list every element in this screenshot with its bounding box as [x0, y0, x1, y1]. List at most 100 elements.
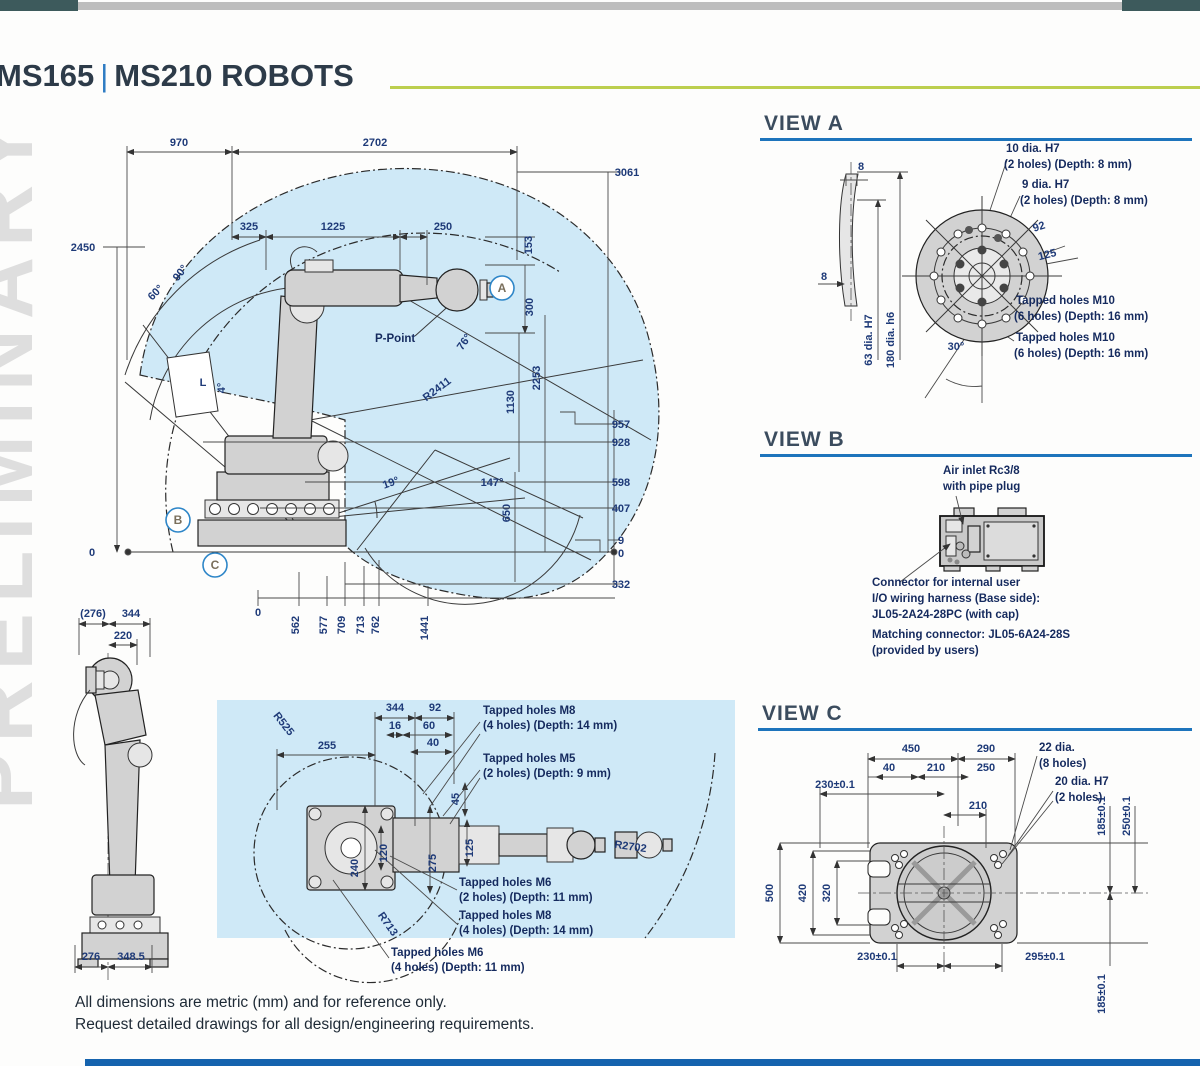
note-m10b-1: Tapped holes M10	[1016, 332, 1115, 344]
dim-180dia: 180 dia. h6	[885, 312, 897, 368]
footer-note: All dimensions are metric (mm) and for r…	[75, 992, 534, 1036]
dim-0-right: 0	[618, 548, 624, 560]
page-title: MS165|MS210 ROBOTS	[0, 58, 354, 94]
dim-276b: 276	[82, 951, 100, 963]
view-c-rule	[758, 728, 1192, 731]
dim-290: 290	[977, 743, 995, 755]
dim-332: 332	[612, 579, 630, 591]
dim-957: 957	[612, 419, 630, 431]
dowel-hole-10	[965, 226, 973, 234]
note-m8b-2: (4 holes) (Depth: 14 mm)	[459, 925, 593, 937]
dim-230a: 230±0.1	[815, 779, 855, 791]
dim-762: 762	[370, 616, 382, 634]
radius-r2702: R2702	[614, 839, 648, 855]
dim-125a: 125	[1037, 247, 1058, 263]
view-a-drawing: VIEW A	[760, 112, 1192, 403]
note-m6b-2: (4 holes) (Depth: 11 mm)	[391, 962, 525, 974]
dim-325: 325	[240, 221, 258, 233]
flange-face	[902, 196, 1062, 356]
dim-344s: 344	[122, 608, 141, 620]
dim-185a: 185±0.1	[1096, 796, 1108, 836]
note-air-2: with pipe plug	[942, 481, 1020, 493]
plate-centerlines	[858, 826, 1148, 960]
note-m5-1: Tapped holes M5	[483, 753, 576, 765]
note-20dia-1: 20 dia. H7	[1055, 776, 1109, 788]
side-view-dim-lines	[74, 618, 153, 973]
dim-t40: 40	[427, 737, 439, 749]
dim-577: 577	[318, 616, 330, 634]
link-label: L	[200, 377, 207, 389]
note-m10a-1: Tapped holes M10	[1016, 295, 1115, 307]
note-22dia-2: (8 holes)	[1039, 758, 1086, 770]
dim-t92: 92	[429, 702, 441, 714]
view-marker-a: A	[489, 275, 515, 301]
dim-562: 562	[290, 616, 302, 634]
view-marker-a-label: A	[498, 281, 507, 295]
note-m5-2: (2 holes) (Depth: 9 mm)	[483, 768, 611, 780]
dim-2450: 2450	[71, 242, 95, 254]
dim-295: 295±0.1	[1025, 951, 1065, 963]
dim-t16: 16	[389, 720, 401, 732]
dim-320: 320	[821, 884, 833, 902]
angle-19: 19°	[381, 475, 401, 492]
note-air-1: Air inlet Rc3/8	[943, 465, 1020, 477]
note-10dia-2: (2 holes) (Depth: 8 mm)	[1004, 159, 1132, 171]
dim-598: 598	[612, 477, 630, 489]
inner-envelope-arc	[165, 232, 561, 553]
view-c-heading: VIEW C	[762, 702, 843, 725]
dim-t120: 120	[378, 844, 390, 862]
dim-t45: 45	[450, 793, 462, 805]
r713-arc	[284, 917, 461, 984]
top-right-corner-block	[1122, 0, 1200, 11]
dim-8-left: 8	[821, 271, 827, 283]
view-b-heading: VIEW B	[764, 428, 845, 451]
note-9dia-2: (2 holes) (Depth: 8 mm)	[1020, 195, 1148, 207]
dim-3061: 3061	[615, 167, 639, 179]
note-conn-2: I/O wiring harness (Base side):	[872, 593, 1040, 605]
main-elevation-drawing: L 4° 0 970 2702 3061 2450 325 1225	[71, 137, 660, 640]
note-m6b-1: Tapped holes M6	[391, 947, 483, 959]
note-conn-1: Connector for internal user	[872, 577, 1021, 589]
view-marker-b-label: B	[174, 513, 183, 527]
dim-220: 220	[114, 630, 132, 642]
view-b-drawing: VIEW B Air inlet Rc3/8 with pipe plug Co…	[760, 428, 1192, 657]
view-marker-c: C	[202, 552, 228, 578]
angle-4: 4°	[216, 383, 228, 394]
title-model-a: MS165	[0, 58, 95, 93]
dim-300: 300	[524, 298, 536, 316]
dim-63dia: 63 dia. H7	[863, 314, 875, 365]
link-box	[166, 351, 219, 418]
origin-dot-left	[124, 548, 132, 556]
robot-top-silhouette	[306, 805, 673, 891]
title-separator: |	[100, 58, 109, 93]
dim-153: 153	[523, 236, 535, 254]
view-marker-c-label: C	[211, 558, 220, 572]
dim-970: 970	[170, 137, 188, 149]
dim-713: 713	[355, 616, 367, 634]
origin-dot-right	[610, 548, 618, 556]
dim-928: 928	[612, 437, 630, 449]
view-a-rule	[760, 138, 1192, 141]
origin-zero: 0	[89, 547, 95, 559]
bolt-clusters	[891, 850, 1007, 939]
dim-450: 450	[902, 743, 920, 755]
title-model-b: MS210 ROBOTS	[114, 58, 354, 93]
view-b-rule	[760, 454, 1192, 457]
base-connector-unit	[939, 507, 1045, 572]
note-conn-3: JL05-2A24-28PC (with cap)	[872, 609, 1019, 621]
dim-1441: 1441	[419, 616, 431, 640]
dim-230b: 230±0.1	[857, 951, 897, 963]
footer-line-1: All dimensions are metric (mm) and for r…	[75, 994, 447, 1011]
dim-b0: 0	[255, 607, 261, 619]
dim-276p: (276)	[80, 608, 106, 620]
title-rule	[390, 86, 1200, 89]
angle-60: 60°	[146, 283, 166, 303]
dowel-hole-9	[994, 234, 1002, 242]
dim-t240: 240	[349, 859, 361, 877]
right-height-chain	[203, 410, 620, 586]
footer-line-2: Request detailed drawings for all design…	[75, 1016, 535, 1033]
note-m6a-1: Tapped holes M6	[459, 877, 551, 889]
note-m6a-2: (2 holes) (Depth: 11 mm)	[459, 892, 593, 904]
dim-250r: 250±0.1	[1121, 796, 1133, 836]
note-m8b-1: Tapped holes M8	[459, 910, 552, 922]
